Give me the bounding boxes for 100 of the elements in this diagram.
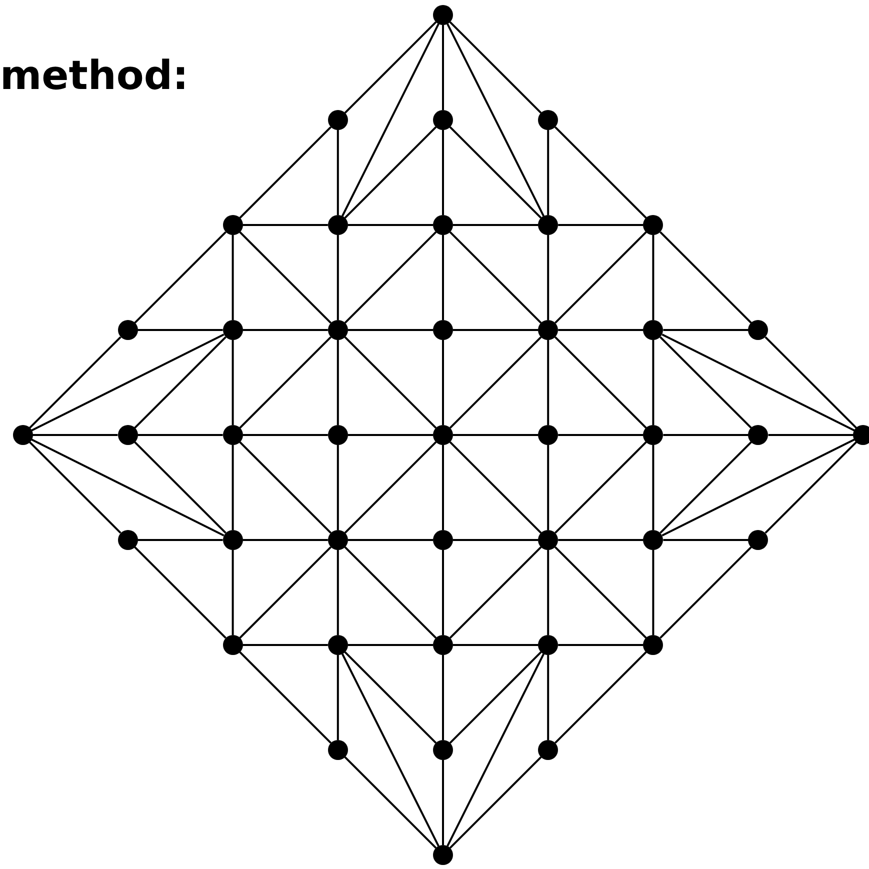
- edge-line: [449, 651, 542, 744]
- vertex-dot: [328, 425, 348, 445]
- edge-line: [449, 21, 542, 114]
- method-heading: method:: [0, 52, 189, 100]
- vertex-dot: [433, 740, 453, 760]
- vertex-dot: [433, 635, 453, 655]
- edge-line: [232, 340, 234, 425]
- edge-line: [242, 434, 328, 436]
- edge-line: [32, 434, 118, 436]
- edge-line: [558, 224, 644, 226]
- vertex-dot: [328, 320, 348, 340]
- edge-line: [442, 25, 444, 110]
- vertex-dot: [328, 635, 348, 655]
- edge-line: [449, 546, 542, 639]
- vertex-dot: [328, 215, 348, 235]
- edge-line: [31, 438, 224, 536]
- vertex-dot: [538, 215, 558, 235]
- edge-line: [138, 329, 223, 331]
- edge-line: [652, 445, 654, 530]
- vertex-dot: [538, 740, 558, 760]
- vertex-dot: [433, 530, 453, 550]
- edge-line: [660, 336, 752, 429]
- edge-line: [348, 644, 433, 646]
- vertex-dot: [12, 425, 33, 445]
- edge-line: [442, 340, 444, 425]
- edge-line: [547, 235, 550, 320]
- edge-line: [348, 434, 433, 436]
- edge-line: [28, 336, 122, 429]
- edge-line: [242, 644, 328, 646]
- edge-line: [547, 445, 550, 530]
- vertex-dot: [538, 635, 558, 655]
- edge-line: [764, 441, 858, 534]
- edge-line: [344, 336, 437, 429]
- edge-line: [138, 434, 223, 436]
- edge-line: [336, 235, 339, 320]
- edge-line: [344, 231, 437, 324]
- vertex-dot: [853, 425, 869, 445]
- edge-line: [239, 126, 332, 219]
- edge-line: [453, 434, 538, 436]
- vertex-dot: [433, 215, 453, 235]
- edge-line: [134, 441, 226, 534]
- edge-line: [336, 655, 339, 740]
- vertex-dot: [433, 320, 453, 340]
- vertex-dot: [538, 320, 558, 340]
- edge-line: [442, 550, 444, 635]
- vertex-dot: [222, 215, 243, 235]
- edge-line: [662, 438, 855, 536]
- vertex-dot: [433, 110, 453, 130]
- edge-line: [558, 644, 644, 646]
- edge-line: [662, 334, 855, 432]
- edge-line: [242, 224, 328, 226]
- edge-line: [232, 235, 234, 320]
- vertex-dot: [328, 110, 348, 130]
- vertex-dot: [328, 530, 348, 550]
- edge-line: [446, 654, 545, 846]
- edge-line: [660, 546, 752, 639]
- vertex-dot: [222, 320, 243, 340]
- edge-line: [446, 24, 545, 216]
- vertex-dot: [538, 530, 558, 550]
- vertex-dot: [538, 110, 558, 130]
- edge-line: [449, 336, 542, 429]
- edge-line: [453, 329, 538, 331]
- edge-line: [348, 329, 433, 331]
- vertex-dot: [118, 425, 138, 445]
- vertex-dot: [643, 320, 664, 340]
- edge-line: [449, 441, 542, 534]
- edge-line: [554, 336, 647, 429]
- edge-line: [449, 126, 542, 219]
- edge-line: [663, 434, 748, 436]
- vertex-dot: [118, 320, 138, 340]
- edge-line: [239, 336, 332, 429]
- edge-line: [442, 655, 444, 740]
- vertex-dot: [222, 635, 243, 655]
- edge-line: [660, 441, 752, 534]
- edge-line: [554, 231, 647, 324]
- vertex-dot: [433, 845, 453, 865]
- edge-line: [344, 126, 437, 219]
- edge-line: [663, 329, 748, 331]
- edge-line: [652, 550, 654, 635]
- edge-line: [652, 340, 654, 425]
- edge-line: [341, 654, 440, 846]
- edge-line: [242, 539, 328, 541]
- edge-line: [239, 651, 332, 744]
- edge-line: [138, 539, 223, 541]
- edge-line: [348, 224, 433, 226]
- edge-line: [449, 756, 542, 849]
- edge-line: [547, 340, 550, 425]
- edge-line: [232, 445, 234, 530]
- edge-line: [453, 539, 538, 541]
- vertex-dot: [748, 425, 768, 445]
- edge-line: [554, 441, 647, 534]
- vertex-dot: [118, 530, 138, 550]
- edge-line: [348, 539, 433, 541]
- edge-line: [242, 329, 328, 331]
- edge-line: [453, 224, 538, 226]
- edge-line: [341, 24, 440, 216]
- vertex-dot: [643, 215, 664, 235]
- edge-line: [554, 126, 647, 219]
- edge-line: [663, 539, 748, 541]
- edge-line: [344, 546, 437, 639]
